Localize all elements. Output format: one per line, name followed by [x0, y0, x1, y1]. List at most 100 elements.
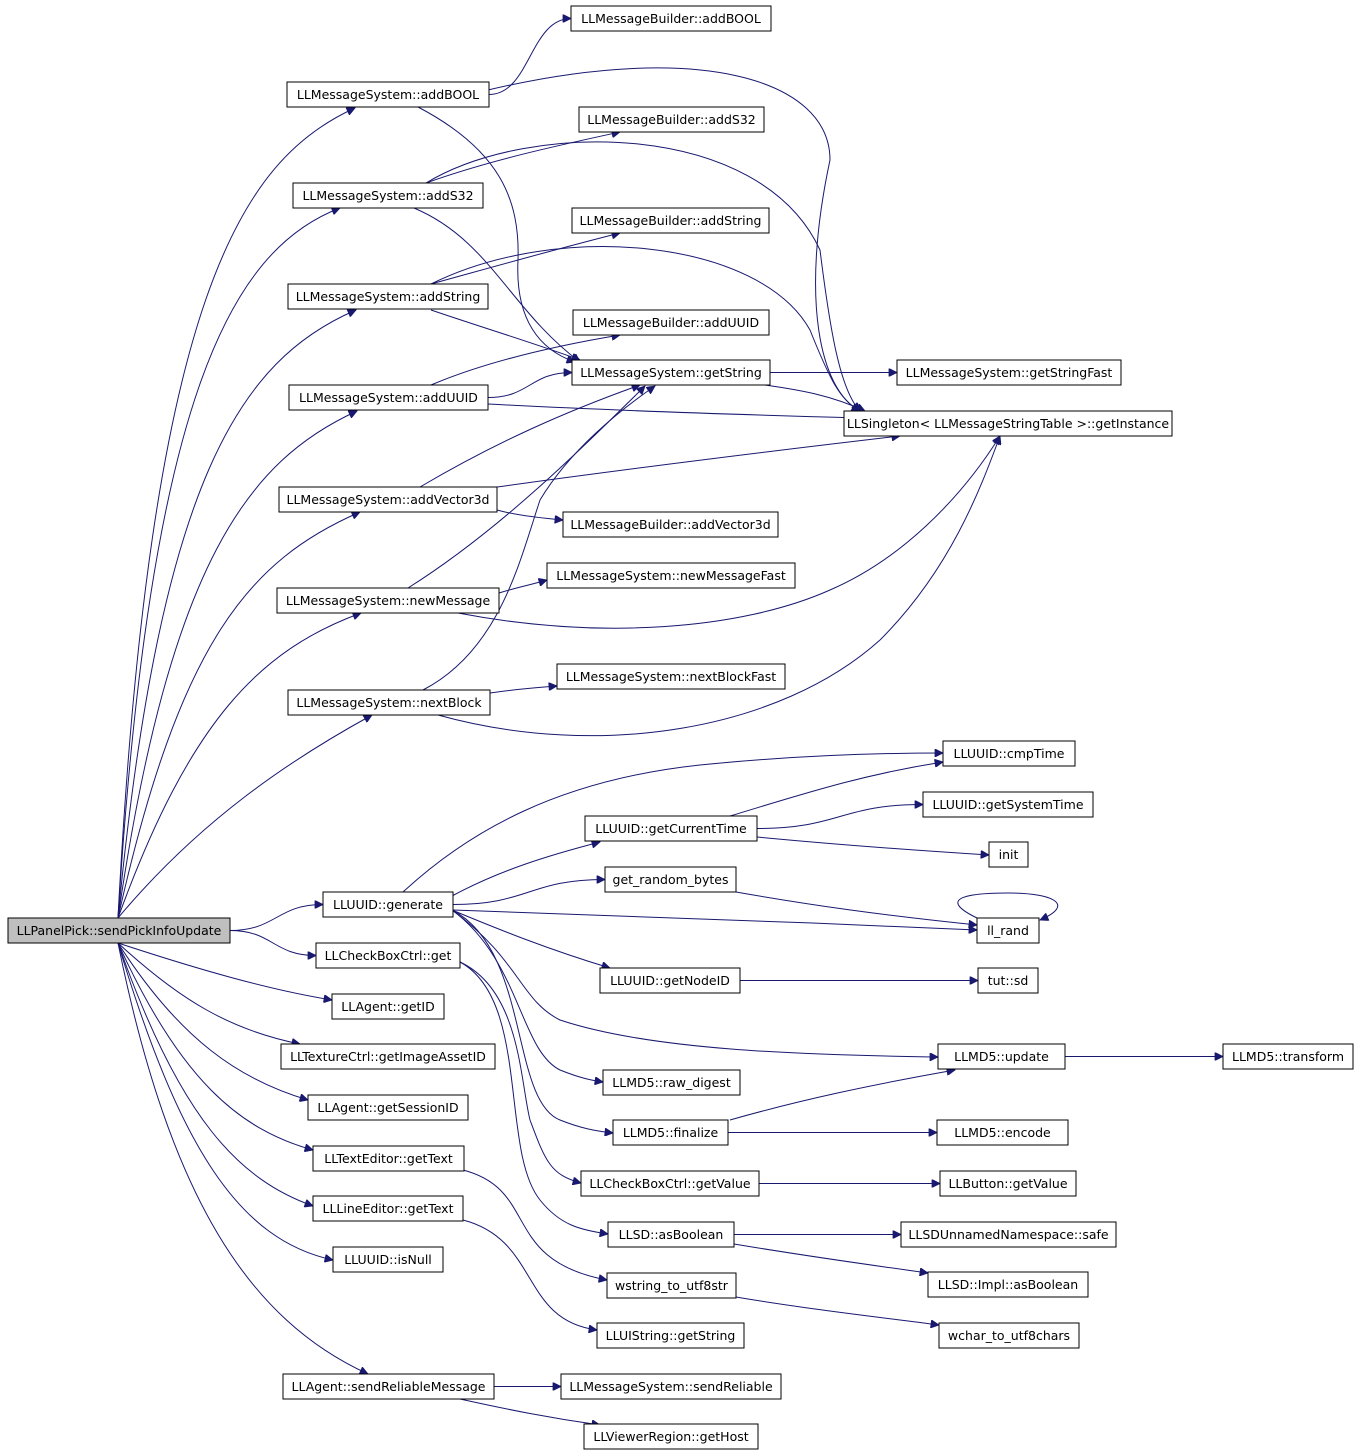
node-llmessagebuilder-adduuid[interactable]: LLMessageBuilder::addUUID — [572, 309, 770, 336]
node-get-random-bytes[interactable]: get_random_bytes — [604, 866, 737, 893]
node-lluistring-getstring[interactable]: LLUIString::getString — [596, 1322, 745, 1349]
node-llmd5-encode[interactable]: LLMD5::encode — [936, 1119, 1069, 1146]
node-llmessagesystem-nextblock[interactable]: LLMessageSystem::nextBlock — [287, 689, 491, 716]
node-lluuid-cmptime[interactable]: LLUUID::cmpTime — [942, 740, 1076, 767]
node-box[interactable] — [942, 740, 1076, 767]
node-box[interactable] — [287, 689, 491, 716]
node-wstring-to-utf8str[interactable]: wstring_to_utf8str — [606, 1272, 737, 1299]
node-box[interactable] — [322, 891, 454, 918]
node-box[interactable] — [599, 967, 741, 994]
node-lluuid-getsystemtime[interactable]: LLUUID::getSystemTime — [922, 791, 1094, 818]
node-llsdunnamednamespace-safe[interactable]: LLSDUnnamedNamespace::safe — [900, 1221, 1117, 1248]
node-llmessagesystem-getstring[interactable]: LLMessageSystem::getString — [571, 359, 771, 386]
node-llmessagebuilder-addbool[interactable]: LLMessageBuilder::addBOOL — [570, 5, 772, 32]
node-box[interactable] — [546, 562, 796, 589]
node-box[interactable] — [606, 1272, 737, 1299]
node-box[interactable] — [331, 993, 445, 1020]
node-box[interactable] — [843, 410, 1173, 437]
node-box[interactable] — [292, 182, 484, 209]
node-box[interactable] — [315, 942, 461, 969]
node-box[interactable] — [312, 1195, 464, 1222]
node-box[interactable] — [578, 106, 765, 133]
node-box[interactable] — [571, 359, 771, 386]
node-llcheckboxctrl-get[interactable]: LLCheckBoxCtrl::get — [315, 942, 461, 969]
node-lltexturectrl-getimageassetid[interactable]: LLTextureCtrl::getImageAssetID — [280, 1043, 496, 1070]
node-box[interactable] — [282, 1373, 495, 1400]
node-box[interactable] — [976, 917, 1040, 944]
node-llmd5-update[interactable]: LLMD5::update — [937, 1043, 1066, 1070]
node-box[interactable] — [287, 283, 489, 310]
node-box[interactable] — [570, 5, 772, 32]
node-box[interactable] — [286, 81, 490, 108]
node-box[interactable] — [571, 207, 770, 234]
node-llsd-asboolean[interactable]: LLSD::asBoolean — [607, 1221, 735, 1248]
node-box[interactable] — [977, 967, 1039, 994]
node-box[interactable] — [1222, 1043, 1354, 1070]
node-llmessagebuilder-addstring[interactable]: LLMessageBuilder::addString — [571, 207, 770, 234]
node-box[interactable] — [580, 1170, 760, 1197]
node-box[interactable] — [602, 1069, 741, 1096]
node-box[interactable] — [927, 1271, 1089, 1298]
node-llmessagebuilder-adds32[interactable]: LLMessageBuilder::addS32 — [578, 106, 765, 133]
node-llmd5-transform[interactable]: LLMD5::transform — [1222, 1043, 1354, 1070]
node-box[interactable] — [7, 917, 231, 944]
node-llagent-getid[interactable]: LLAgent::getID — [331, 993, 445, 1020]
node-box[interactable] — [988, 841, 1029, 868]
node-box[interactable] — [607, 1221, 735, 1248]
node-box[interactable] — [604, 866, 737, 893]
node-lluuid-getcurrenttime[interactable]: LLUUID::getCurrentTime — [584, 815, 758, 842]
node-box[interactable] — [612, 1119, 729, 1146]
node-box[interactable] — [939, 1170, 1077, 1197]
node-lluuid-generate[interactable]: LLUUID::generate — [322, 891, 454, 918]
node-llmessagesystem-newmessagefast[interactable]: LLMessageSystem::newMessageFast — [546, 562, 796, 589]
node-llmessagesystem-nextblockfast[interactable]: LLMessageSystem::nextBlockFast — [556, 663, 786, 690]
node-llmessagesystem-addbool[interactable]: LLMessageSystem::addBOOL — [286, 81, 490, 108]
node-llviewerregion-gethost[interactable]: LLViewerRegion::getHost — [583, 1423, 759, 1450]
node-box[interactable] — [288, 384, 489, 411]
node-box[interactable] — [278, 486, 498, 513]
node-lllineeditor-gettext[interactable]: LLLineEditor::getText — [312, 1195, 464, 1222]
node-box[interactable] — [896, 359, 1122, 386]
node-llmessagesystem-adds32[interactable]: LLMessageSystem::addS32 — [292, 182, 484, 209]
node-wchar-to-utf8chars[interactable]: wchar_to_utf8chars — [938, 1322, 1080, 1349]
node-llmd5-raw-digest[interactable]: LLMD5::raw_digest — [602, 1069, 741, 1096]
node-box[interactable] — [562, 511, 779, 538]
node-llbutton-getvalue[interactable]: LLButton::getValue — [939, 1170, 1077, 1197]
node-llmessagebuilder-addvector3d[interactable]: LLMessageBuilder::addVector3d — [562, 511, 779, 538]
node-box[interactable] — [900, 1221, 1117, 1248]
node-box[interactable] — [938, 1322, 1080, 1349]
node-llmessagesystem-sendreliable[interactable]: LLMessageSystem::sendReliable — [560, 1373, 782, 1400]
node-box[interactable] — [556, 663, 786, 690]
node-llsingleton-llmessagestringtable-getinstance[interactable]: LLSingleton< LLMessageStringTable >::get… — [843, 410, 1173, 437]
node-box[interactable] — [312, 1145, 465, 1172]
node-box[interactable] — [922, 791, 1094, 818]
node-llmessagesystem-getstringfast[interactable]: LLMessageSystem::getStringFast — [896, 359, 1122, 386]
node-box[interactable] — [583, 1423, 759, 1450]
node-llmd5-finalize[interactable]: LLMD5::finalize — [612, 1119, 729, 1146]
node-lluuid-isnull[interactable]: LLUUID::isNull — [332, 1246, 444, 1273]
node-box[interactable] — [584, 815, 758, 842]
node-box[interactable] — [276, 587, 500, 614]
node-init[interactable]: init — [988, 841, 1029, 868]
node-llagent-getsessionid[interactable]: LLAgent::getSessionID — [307, 1094, 469, 1121]
node-box[interactable] — [280, 1043, 496, 1070]
node-tut-sd[interactable]: tut::sd — [977, 967, 1039, 994]
node-llmessagesystem-newmessage[interactable]: LLMessageSystem::newMessage — [276, 587, 500, 614]
node-box[interactable] — [560, 1373, 782, 1400]
node-box[interactable] — [937, 1043, 1066, 1070]
node-llmessagesystem-adduuid[interactable]: LLMessageSystem::addUUID — [288, 384, 489, 411]
node-box[interactable] — [596, 1322, 745, 1349]
node-llcheckboxctrl-getvalue[interactable]: LLCheckBoxCtrl::getValue — [580, 1170, 760, 1197]
node-lltexteditor-gettext[interactable]: LLTextEditor::getText — [312, 1145, 465, 1172]
node-lluuid-getnodeid[interactable]: LLUUID::getNodeID — [599, 967, 741, 994]
node-llsd-impl-asboolean[interactable]: LLSD::Impl::asBoolean — [927, 1271, 1089, 1298]
node-box[interactable] — [936, 1119, 1069, 1146]
node-box[interactable] — [572, 309, 770, 336]
node-ll-rand[interactable]: ll_rand — [976, 917, 1040, 944]
node-llmessagesystem-addstring[interactable]: LLMessageSystem::addString — [287, 283, 489, 310]
node-llpanelpick-sendpickinfoupdate[interactable]: LLPanelPick::sendPickInfoUpdate — [7, 917, 231, 944]
node-llagent-sendreliablemessage[interactable]: LLAgent::sendReliableMessage — [282, 1373, 495, 1400]
node-llmessagesystem-addvector3d[interactable]: LLMessageSystem::addVector3d — [278, 486, 498, 513]
node-box[interactable] — [307, 1094, 469, 1121]
node-box[interactable] — [332, 1246, 444, 1273]
